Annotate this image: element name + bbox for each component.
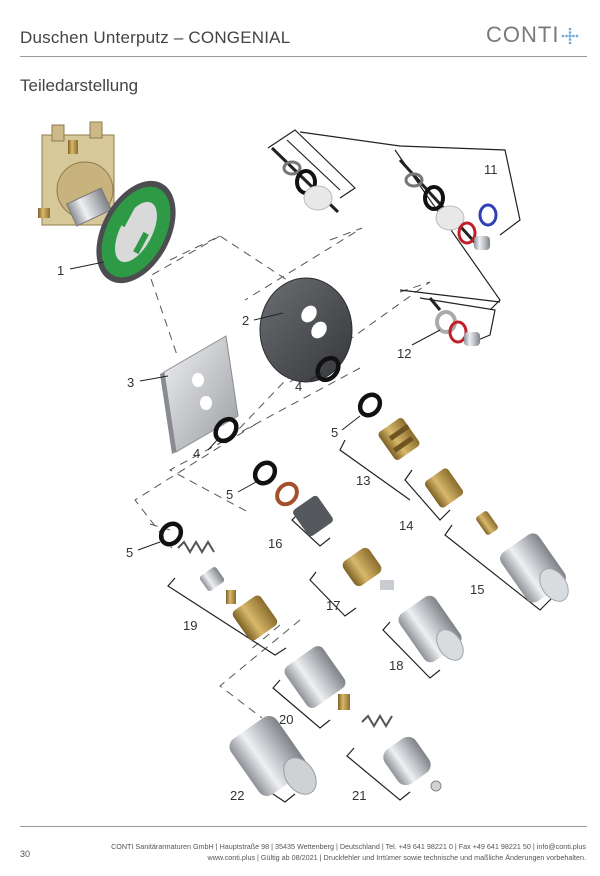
label-part-5: 5 (226, 487, 233, 502)
part-number-labels: 1 2 3 4 4 5 5 5 11 12 13 14 15 16 17 18 … (57, 162, 498, 803)
section-title: Teiledarstellung (20, 76, 139, 95)
part-1-mounting-box (38, 121, 176, 284)
label-part-2: 2 (242, 313, 249, 328)
page-number: 30 (20, 849, 31, 859)
part-17-nut (342, 547, 394, 590)
footer-divider (20, 826, 587, 827)
part-2-round-rosette (259, 277, 353, 383)
part-4-seal-ring (315, 355, 341, 383)
part-14-valve-cartridge (424, 468, 498, 535)
label-part-16: 16 (268, 536, 282, 551)
label-part-5: 5 (331, 425, 338, 440)
label-part-15: 15 (470, 582, 484, 597)
footer-company-info: CONTI Sanitärarmaturen GmbH | Hauptstraß… (111, 842, 586, 851)
conti-logo: CONTI (486, 22, 579, 48)
label-part-3: 3 (127, 375, 134, 390)
label-part-4: 4 (295, 379, 302, 394)
part-16-adapter (275, 481, 333, 537)
part-3-square-cover-plate (160, 335, 239, 454)
label-part-12: 12 (397, 346, 411, 361)
label-part-4: 4 (193, 446, 200, 461)
part-22-knob (229, 716, 317, 796)
part-15-handle (500, 533, 569, 603)
part-12-diverter-insert (428, 297, 480, 346)
label-part-22: 22 (230, 788, 244, 803)
label-part-17: 17 (326, 598, 340, 613)
label-part-21: 21 (352, 788, 366, 803)
logo-plus-icon (562, 27, 579, 45)
part-group-upper-spindle (270, 146, 340, 214)
label-part-13: 13 (356, 473, 370, 488)
group-brackets (167, 129, 553, 803)
label-part-1: 1 (57, 263, 64, 278)
part-5-o-ring (158, 521, 184, 547)
logo-text: CONTI (486, 22, 560, 47)
label-part-18: 18 (389, 658, 403, 673)
label-part-14: 14 (399, 518, 413, 533)
part-11-diverter-set (398, 158, 498, 250)
label-part-11: 11 (484, 162, 498, 177)
header-divider (20, 56, 587, 57)
label-part-19: 19 (183, 618, 197, 633)
part-20-sleeve (284, 646, 350, 710)
label-part-5: 5 (126, 545, 133, 560)
footer-legal-info: www.conti.plus | Gültig ab 08/2021 | Dru… (207, 853, 587, 862)
part-21-knob-assembly (361, 714, 442, 792)
label-leaders (69, 261, 441, 551)
part-13-thermostat-cartridge (378, 418, 420, 460)
label-part-20: 20 (279, 712, 293, 727)
document-title: Duschen Unterputz – CONGENIAL (20, 28, 291, 47)
part-5-o-ring (252, 460, 278, 486)
part-5-o-ring (357, 392, 383, 418)
part-18-handle (398, 595, 464, 663)
exploded-parts-diagram: 1 2 3 4 4 5 5 5 11 12 13 14 15 16 17 18 … (38, 121, 569, 803)
part-19-cartridge-assembly (177, 540, 278, 641)
